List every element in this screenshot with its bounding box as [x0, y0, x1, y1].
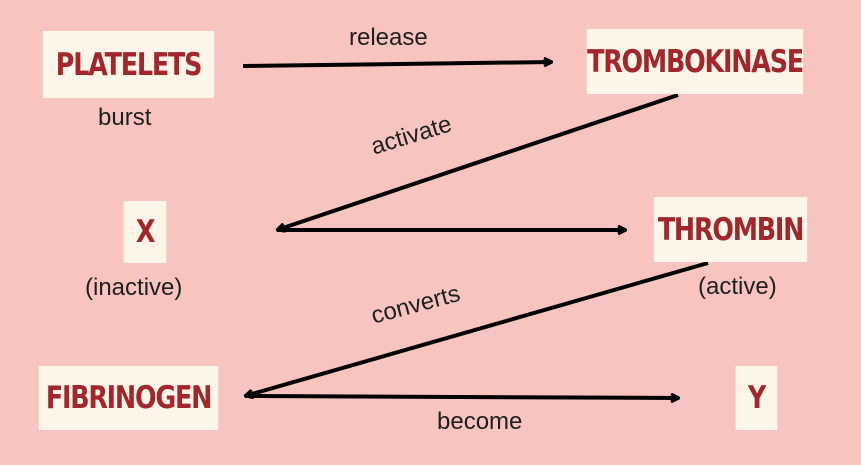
note-burst: burst [98, 104, 152, 131]
node-fibrinogen: FIBRINOGEN [38, 366, 219, 430]
node-x: X [123, 201, 167, 263]
arrow-fibrinogen-to-y [244, 396, 679, 398]
arrow-trombokinase-to-x [277, 93, 679, 230]
edge-label-become: become [437, 408, 523, 435]
edge-label-release: release [349, 24, 428, 51]
node-thrombin: THROMBIN [653, 197, 808, 262]
node-y: Y [735, 366, 778, 430]
arrow-thrombin-to-fibrinogen [245, 261, 709, 396]
note-active: (active) [698, 273, 777, 300]
node-platelets: PLATELETS [42, 31, 215, 98]
note-inactive: (inactive) [85, 274, 183, 301]
arrow-platelets-to-trombokinase [242, 62, 552, 68]
node-trombokinase: TROMBOKINASE [586, 29, 804, 94]
